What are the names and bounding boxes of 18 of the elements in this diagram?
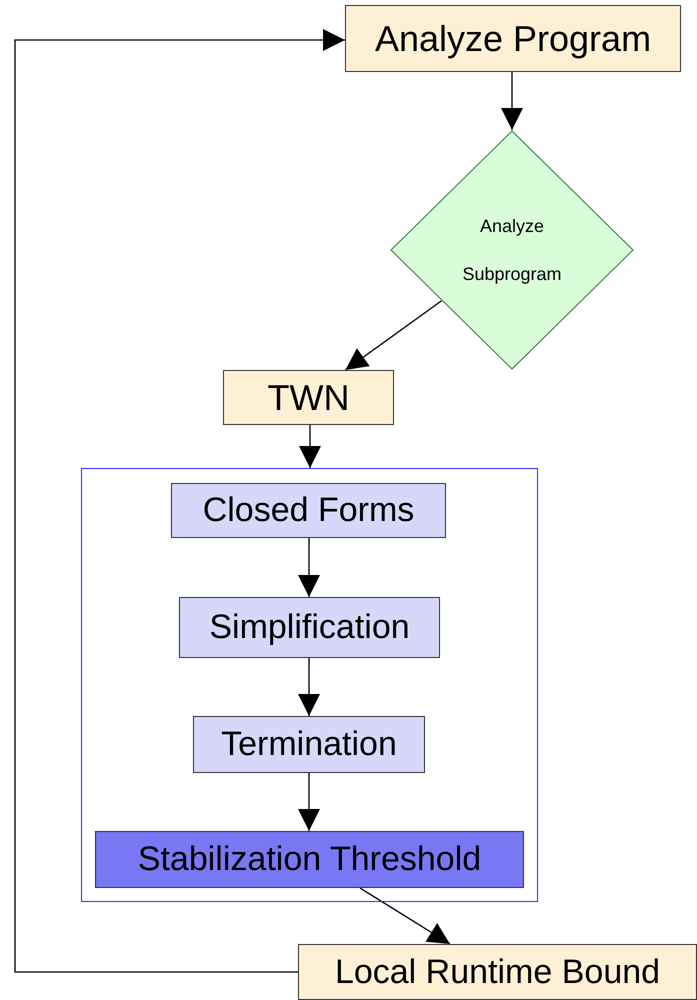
arrow	[360, 887, 450, 945]
process-box: Analyze Program	[345, 5, 681, 72]
arrow	[298, 538, 320, 597]
process-box: Stabilization Threshold	[95, 831, 524, 888]
process-box: Termination	[193, 716, 425, 773]
process-box: TWN	[223, 370, 394, 425]
diamond-label: Analyze Subprogram	[461, 215, 563, 286]
arrow	[298, 773, 320, 831]
arrow	[299, 425, 321, 468]
process-box: Simplification	[179, 597, 440, 658]
arrow	[14, 29, 345, 973]
process-box: Local Runtime Bound	[298, 944, 697, 1000]
arrow	[345, 300, 442, 371]
decision-diamond	[390, 130, 634, 370]
arrow	[298, 658, 320, 716]
process-box: Closed Forms	[171, 483, 446, 538]
arrow	[501, 72, 523, 130]
group-frame	[81, 468, 538, 902]
